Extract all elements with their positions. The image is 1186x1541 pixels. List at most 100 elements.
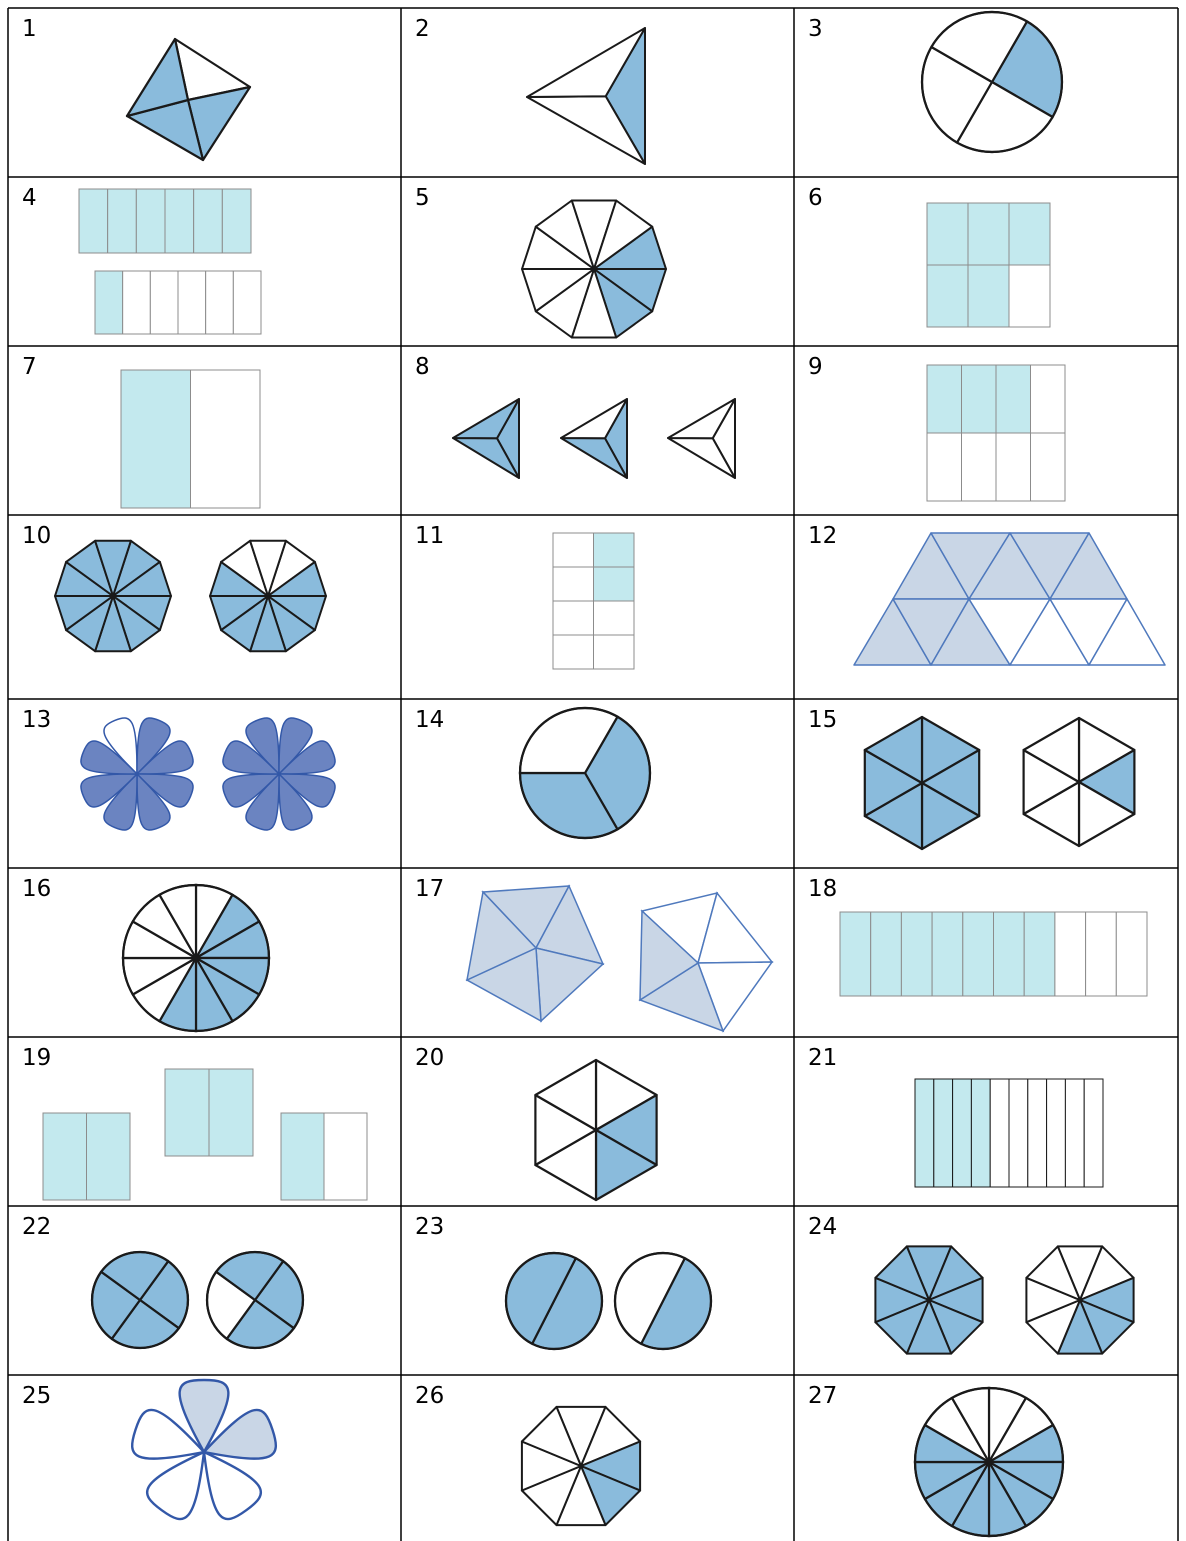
fraction-part [79, 189, 108, 253]
fraction-part [95, 271, 123, 334]
cell-number-1: 1 [22, 16, 37, 42]
fraction-part [968, 265, 1009, 327]
fraction-part [968, 203, 1009, 265]
fraction-part [553, 601, 594, 635]
figure-16-circle [123, 885, 269, 1031]
flower-petal [204, 1452, 261, 1519]
cell-number-8: 8 [415, 354, 430, 380]
cell-number-11: 11 [415, 523, 444, 549]
figure-10-decagons [55, 541, 326, 651]
figure-13-flowers [81, 718, 335, 830]
fraction-part [594, 635, 635, 669]
fraction-part [222, 189, 251, 253]
fraction-part [990, 1079, 1009, 1187]
fraction-part [1028, 1079, 1047, 1187]
figure-3-circle [922, 12, 1062, 152]
figure-4-strips [79, 189, 261, 334]
fraction-part [915, 1079, 934, 1187]
cell-number-9: 9 [808, 354, 823, 380]
fraction-part [1009, 203, 1050, 265]
fraction-part [108, 189, 137, 253]
cell-number-6: 6 [808, 185, 823, 211]
fraction-part [927, 203, 968, 265]
fraction-part [1031, 433, 1066, 501]
figure-19-rectangles [43, 1069, 367, 1200]
figure-22-circles [92, 1252, 303, 1348]
fraction-part [1055, 912, 1086, 996]
figure-17-pentagons [467, 886, 772, 1031]
figure-20-hexagon [535, 1060, 656, 1200]
fraction-part [121, 370, 191, 508]
fraction-part [932, 912, 963, 996]
figure-9-grid [927, 365, 1065, 501]
fraction-part [165, 189, 194, 253]
fraction-part [994, 912, 1025, 996]
figure-12-trapezoid [854, 533, 1165, 665]
fraction-part [281, 1113, 324, 1200]
fraction-part [927, 265, 968, 327]
figure-2-triangle [527, 28, 645, 164]
figure-5-decagon [522, 201, 666, 338]
fraction-part [1024, 912, 1055, 996]
figure-8-triangles [453, 399, 735, 478]
cell-number-4: 4 [22, 185, 37, 211]
fraction-part [165, 1069, 209, 1156]
fraction-part [87, 1113, 131, 1200]
fraction-part [953, 1079, 972, 1187]
fraction-part [178, 271, 206, 334]
cell-number-15: 15 [808, 707, 837, 733]
cell-number-14: 14 [415, 707, 444, 733]
fraction-part [1116, 912, 1147, 996]
figure-21-strip [915, 1079, 1103, 1187]
fraction-part [1084, 1079, 1103, 1187]
fraction-part [1009, 1079, 1028, 1187]
fraction-part [594, 601, 635, 635]
fraction-part [840, 912, 871, 996]
fraction-part [871, 912, 902, 996]
cell-number-22: 22 [22, 1214, 51, 1240]
cell-number-5: 5 [415, 185, 430, 211]
figure-11-grid [553, 533, 634, 669]
cell-number-10: 10 [22, 523, 51, 549]
fraction-part [962, 433, 997, 501]
fraction-part [594, 533, 635, 567]
fraction-part [553, 567, 594, 601]
cell-number-27: 27 [808, 1383, 837, 1409]
cell-number-7: 7 [22, 354, 37, 380]
fraction-part [150, 271, 178, 334]
figure-1-square [127, 39, 250, 160]
fraction-part [233, 271, 261, 334]
cell-number-17: 17 [415, 876, 444, 902]
figure-14-circle [520, 708, 650, 838]
fraction-part [927, 433, 962, 501]
fraction-part [553, 533, 594, 567]
cell-number-3: 3 [808, 16, 823, 42]
fraction-part [191, 370, 261, 508]
cell-number-21: 21 [808, 1045, 837, 1071]
fraction-part [206, 271, 234, 334]
fraction-part [43, 1113, 87, 1200]
figure-15-hexagons [865, 717, 1135, 849]
fraction-part [209, 1069, 253, 1156]
fraction-part [136, 189, 165, 253]
figure-25-flower [132, 1380, 276, 1519]
figure-24-octagons [875, 1246, 1133, 1353]
cell-number-18: 18 [808, 876, 837, 902]
cell-number-23: 23 [415, 1214, 444, 1240]
flower-petal [147, 1452, 204, 1519]
cell-number-12: 12 [808, 523, 837, 549]
cell-number-16: 16 [22, 876, 51, 902]
figure-23-circles [506, 1253, 711, 1349]
figure-27-circle [915, 1388, 1063, 1536]
fraction-part [1047, 1079, 1066, 1187]
figure-18-strip [840, 912, 1147, 996]
figure-26-octagon [522, 1407, 640, 1525]
cell-number-20: 20 [415, 1045, 444, 1071]
fraction-part [1065, 1079, 1084, 1187]
fraction-part [553, 635, 594, 669]
figure-6-grid [927, 203, 1050, 327]
figures-layer [43, 12, 1165, 1536]
fraction-part [901, 912, 932, 996]
fraction-part [962, 365, 997, 433]
